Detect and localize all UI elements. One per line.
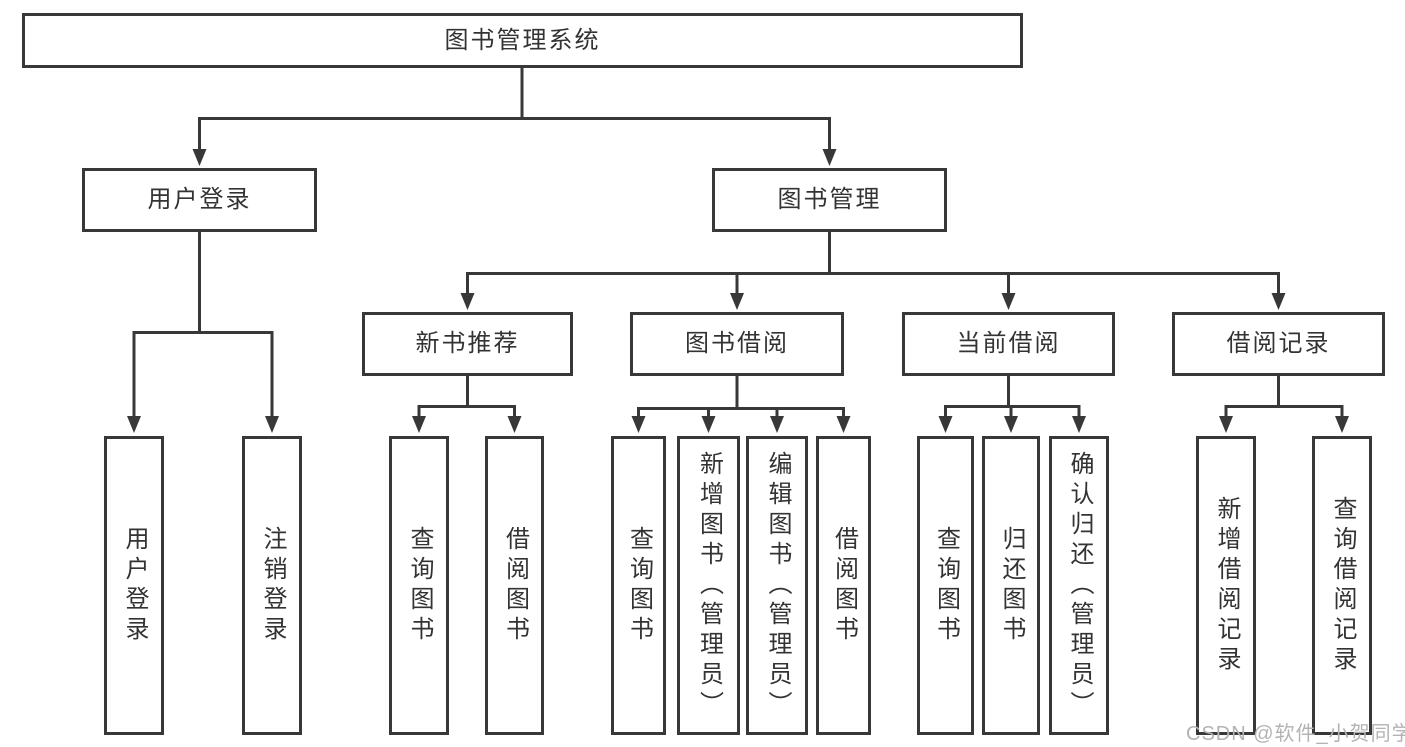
node-borrow-records: 借阅记录 [1172, 312, 1385, 376]
leaf-logout-login: 注销登录 [242, 436, 302, 735]
node-new-book-recommend-label: 新书推荐 [415, 330, 520, 357]
node-borrow-records-label: 借阅记录 [1226, 330, 1331, 357]
leaf-cb-query-books-label: 查询图书 [932, 525, 960, 646]
leaf-bb-add-books-admin: 新增图书（管理员） [677, 436, 740, 735]
leaf-bb-query-books-label: 查询图书 [625, 525, 653, 646]
leaf-br-add-borrow-record-label: 新增借阅记录 [1213, 495, 1240, 676]
leaf-bb-add-books-admin-label: 新增图书（管理员） [695, 450, 723, 721]
node-book-management-label: 图书管理 [777, 186, 882, 213]
node-book-management: 图书管理 [712, 168, 947, 232]
node-book-borrow-label: 图书借阅 [685, 330, 789, 357]
leaf-user-login-label: 用户登录 [121, 525, 148, 646]
leaf-bb-borrow-books-label: 借阅图书 [830, 525, 858, 646]
leaf-user-login: 用户登录 [104, 436, 164, 735]
leaf-br-query-borrow-record-label: 查询借阅记录 [1329, 495, 1356, 676]
leaf-bb-edit-books-admin: 编辑图书（管理员） [746, 436, 808, 735]
node-current-borrow-label: 当前借阅 [956, 330, 1061, 357]
leaf-nb-borrow-books-label: 借阅图书 [501, 525, 529, 646]
leaf-cb-confirm-return-admin: 确认归还（管理员） [1049, 436, 1109, 735]
leaf-bb-borrow-books: 借阅图书 [816, 436, 871, 735]
leaf-cb-return-books-label: 归还图书 [998, 525, 1025, 646]
leaf-br-query-borrow-record: 查询借阅记录 [1312, 436, 1372, 735]
leaf-nb-borrow-books: 借阅图书 [485, 436, 544, 735]
node-user-login: 用户登录 [82, 168, 317, 232]
csdn-watermark: CSDN @软件_小贺同学 [1186, 723, 1405, 745]
node-current-borrow: 当前借阅 [902, 312, 1115, 376]
leaf-bb-query-books: 查询图书 [611, 436, 666, 735]
leaf-cb-return-books: 归还图书 [982, 436, 1040, 735]
node-user-login-label: 用户登录 [147, 186, 252, 213]
leaf-logout-login-label: 注销登录 [259, 525, 286, 646]
node-book-borrow: 图书借阅 [630, 312, 844, 376]
leaf-cb-query-books: 查询图书 [917, 436, 974, 735]
leaf-nb-query-books: 查询图书 [389, 436, 449, 735]
node-library-management-system: 图书管理系统 [22, 13, 1023, 68]
leaf-nb-query-books-label: 查询图书 [406, 525, 433, 646]
node-new-book-recommend: 新书推荐 [362, 312, 573, 376]
leaf-br-add-borrow-record: 新增借阅记录 [1196, 436, 1256, 735]
node-library-management-system-label: 图书管理系统 [444, 26, 601, 54]
leaf-cb-confirm-return-admin-label: 确认归还（管理员） [1066, 450, 1093, 721]
leaf-bb-edit-books-admin-label: 编辑图书（管理员） [764, 450, 791, 721]
